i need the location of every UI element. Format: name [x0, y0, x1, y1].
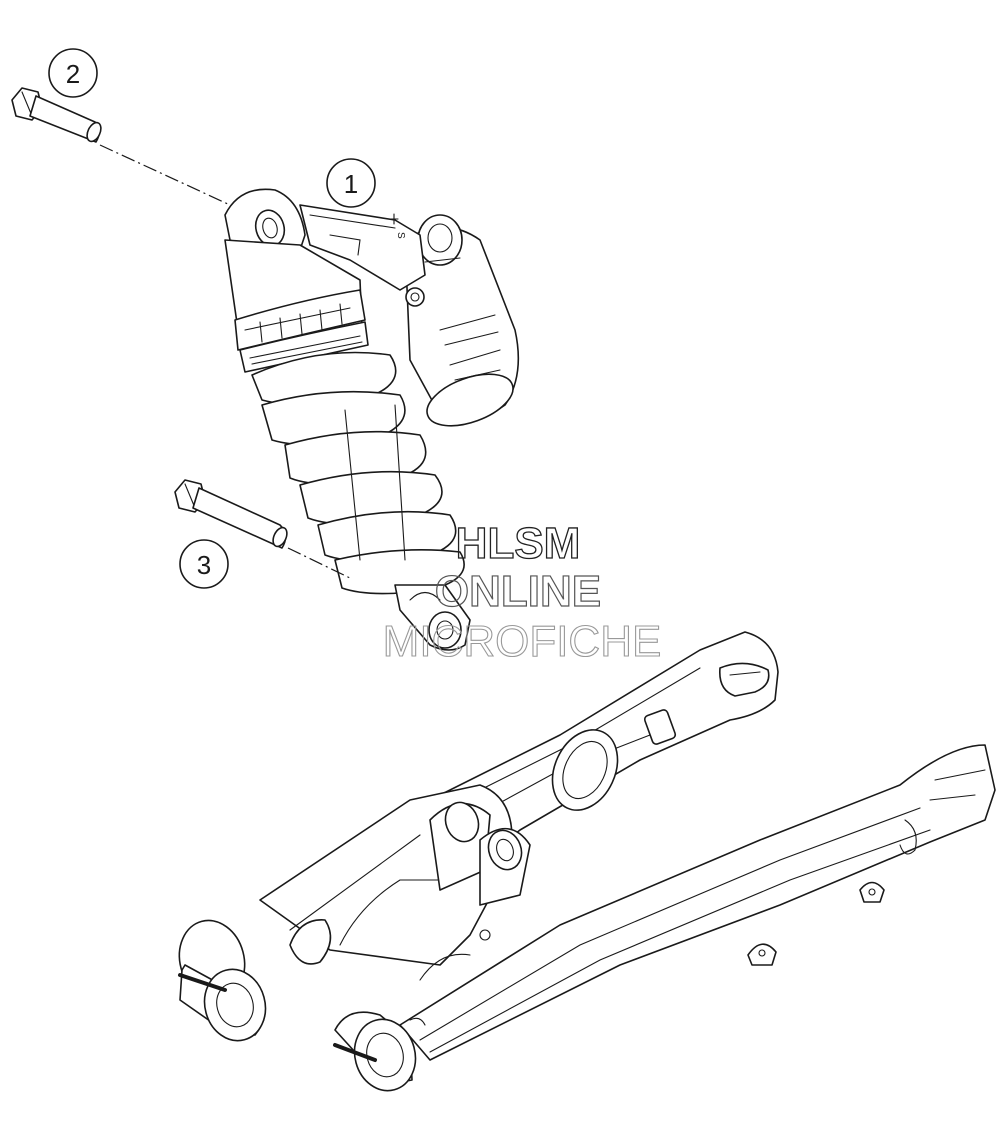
watermark: HLSM ONLINE MICROFICHE [382, 518, 662, 666]
bolt-3 [174, 479, 288, 549]
callout-1[interactable]: 1 [326, 158, 376, 208]
bolt-2 [11, 87, 102, 143]
watermark-line-2: ONLINE [435, 567, 601, 616]
callout-3-label: 3 [197, 550, 211, 580]
alignment-line-3 [287, 547, 351, 579]
shock-marking: S [395, 232, 406, 239]
alignment-line-2 [99, 144, 231, 206]
callout-1-label: 1 [344, 169, 358, 199]
callout-3[interactable]: 3 [179, 539, 229, 589]
watermark-line-3: MICROFICHE [383, 617, 662, 666]
watermark-line-1: HLSM [456, 519, 581, 568]
callout-2[interactable]: 2 [48, 48, 98, 98]
swingarm [178, 631, 996, 1092]
shock-absorber: S [224, 188, 520, 651]
callout-2-label: 2 [66, 59, 80, 89]
